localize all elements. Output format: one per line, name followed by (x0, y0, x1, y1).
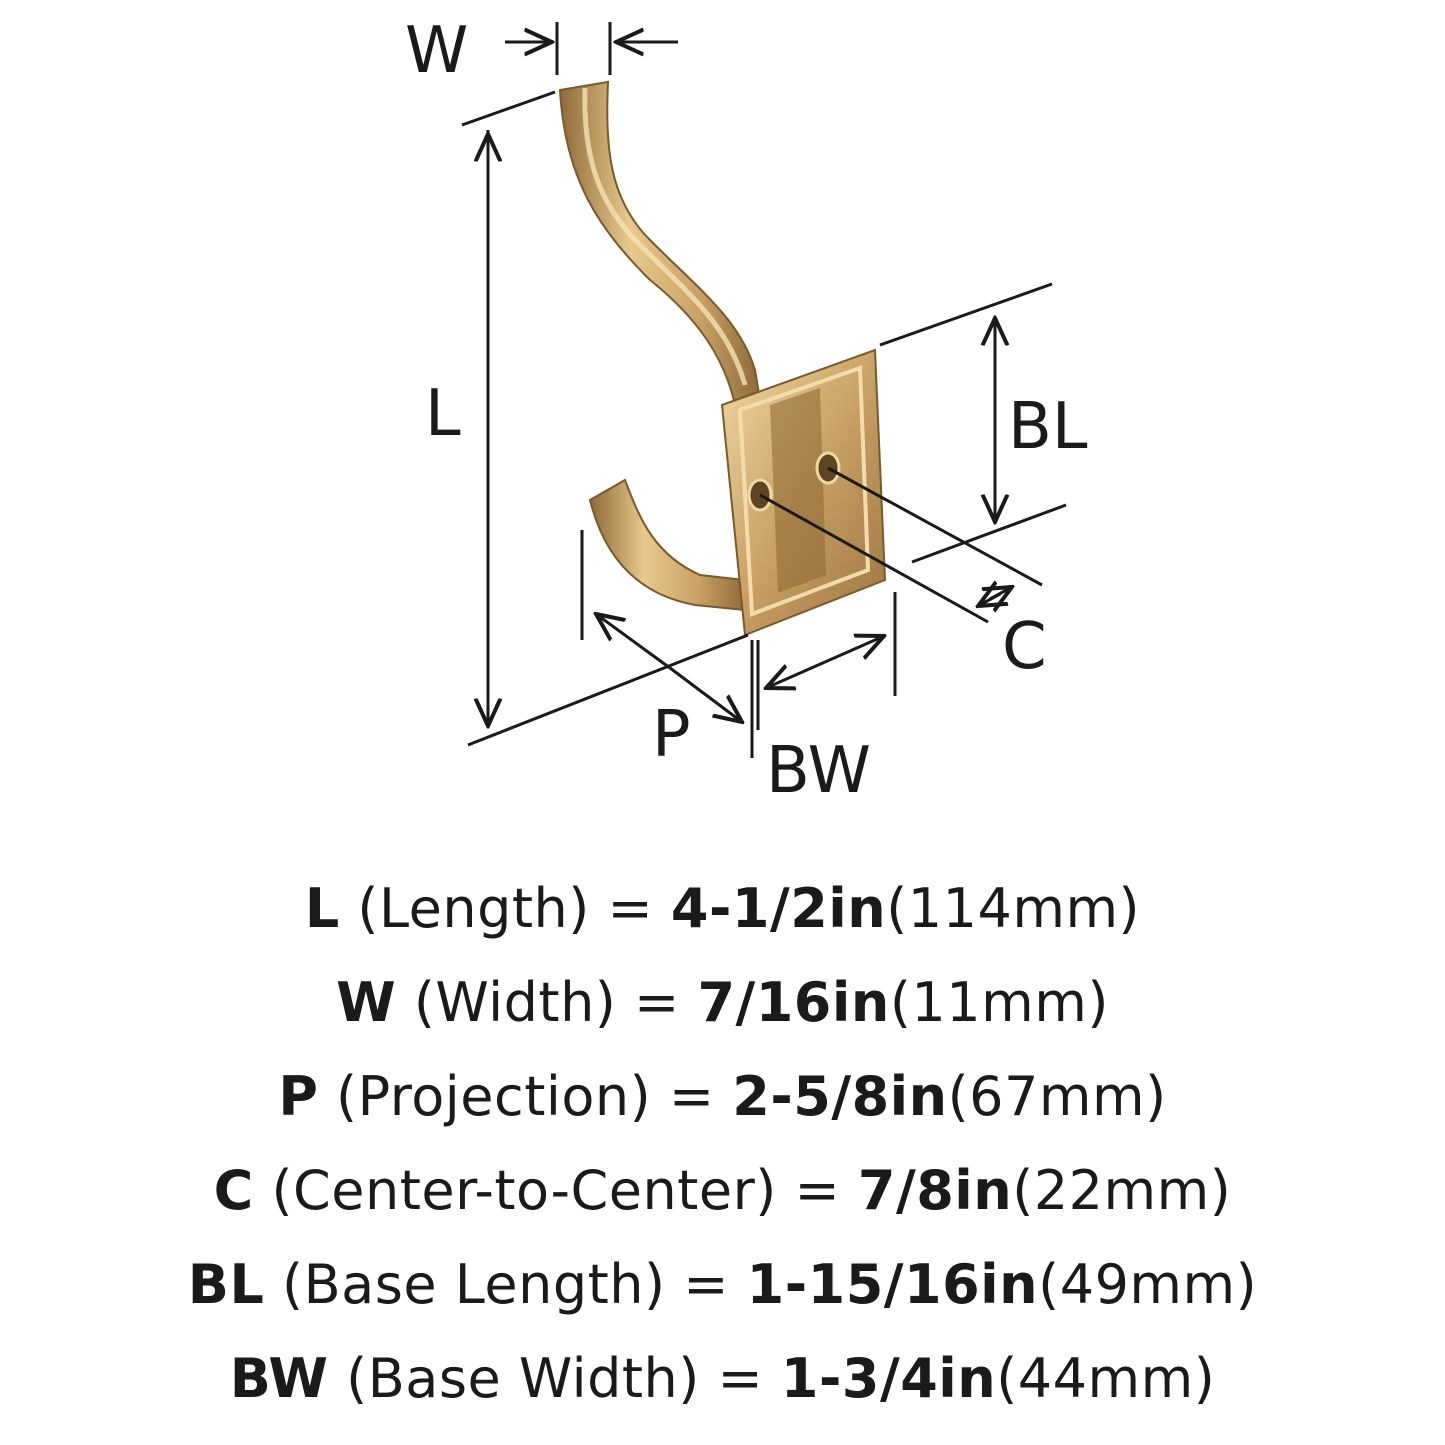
spec-name: (Base Length) = (264, 1253, 747, 1316)
spec-millimeters: (22mm) (1012, 1159, 1232, 1222)
spec-inches: 4-1/2in (670, 877, 887, 940)
hook-plate-bevel (737, 365, 871, 617)
c-extension-right (827, 466, 1043, 587)
c-extension-left (759, 493, 989, 624)
spec-inches: 2-5/8in (732, 1065, 948, 1128)
bw-arrow-b (824, 636, 884, 664)
spec-center-to-center: C (Center-to-Center) = 7/8in(22mm) (0, 1144, 1445, 1238)
spec-symbol: L (304, 877, 340, 940)
p-arrow-b (669, 666, 742, 722)
spec-symbol: C (213, 1159, 254, 1222)
p-arrow-a (596, 614, 671, 670)
hook-lower-arm (588, 478, 746, 612)
label-w: W (405, 14, 468, 88)
spec-length: L (Length) = 4-1/2in(114mm) (0, 862, 1445, 956)
spec-inches: 1-3/4in (780, 1347, 997, 1410)
spec-symbol: W (336, 971, 397, 1034)
label-c: C (1002, 610, 1047, 684)
spec-symbol: P (278, 1065, 319, 1128)
spec-name: (Width) = (396, 971, 698, 1034)
spec-millimeters: (67mm) (947, 1065, 1167, 1128)
hook-dimension-diagram: W L BL C P BW (405, 14, 1088, 808)
spec-millimeters: (114mm) (886, 877, 1141, 940)
spec-inches: 7/8in (857, 1159, 1013, 1222)
spec-name: (Center-to-Center) = (253, 1159, 858, 1222)
spec-millimeters: (49mm) (1038, 1253, 1258, 1316)
bl-extension-top (879, 282, 1053, 347)
spec-millimeters: (44mm) (996, 1347, 1216, 1410)
spec-inches: 7/16in (697, 971, 890, 1034)
label-bw: BW (766, 734, 871, 808)
l-extension-top (461, 90, 556, 127)
spec-symbol: BL (187, 1253, 265, 1316)
spec-name: (Base Width) = (328, 1347, 781, 1410)
c-arrow-b (990, 587, 1012, 599)
spec-base-width: BW (Base Width) = 1-3/4in(44mm) (0, 1332, 1445, 1426)
spec-projection: P (Projection) = 2-5/8in(67mm) (0, 1050, 1445, 1144)
spec-name: (Projection) = (318, 1065, 733, 1128)
dimension-lines (461, 22, 1067, 758)
l-extension-bottom (467, 633, 749, 747)
label-bl: BL (1008, 390, 1088, 464)
hook-plate-recess (770, 388, 826, 593)
bw-arrow-a (766, 660, 826, 688)
spec-base-length: BL (Base Length) = 1-15/16in(49mm) (0, 1238, 1445, 1332)
spec-inches: 1-15/16in (746, 1253, 1039, 1316)
hook-arm-highlight (582, 87, 748, 386)
coat-hook-illustration (558, 80, 887, 637)
dimension-spec-list: L (Length) = 4-1/2in(114mm) W (Width) = … (0, 862, 1445, 1426)
label-l: L (425, 377, 461, 451)
hook-upper-arm (558, 80, 762, 407)
spec-name: (Length) = (339, 877, 671, 940)
spec-symbol: BW (229, 1347, 329, 1410)
spec-millimeters: (11mm) (889, 971, 1109, 1034)
spec-width: W (Width) = 7/16in(11mm) (0, 956, 1445, 1050)
bl-extension-bottom (911, 503, 1067, 564)
label-p: P (652, 698, 691, 772)
